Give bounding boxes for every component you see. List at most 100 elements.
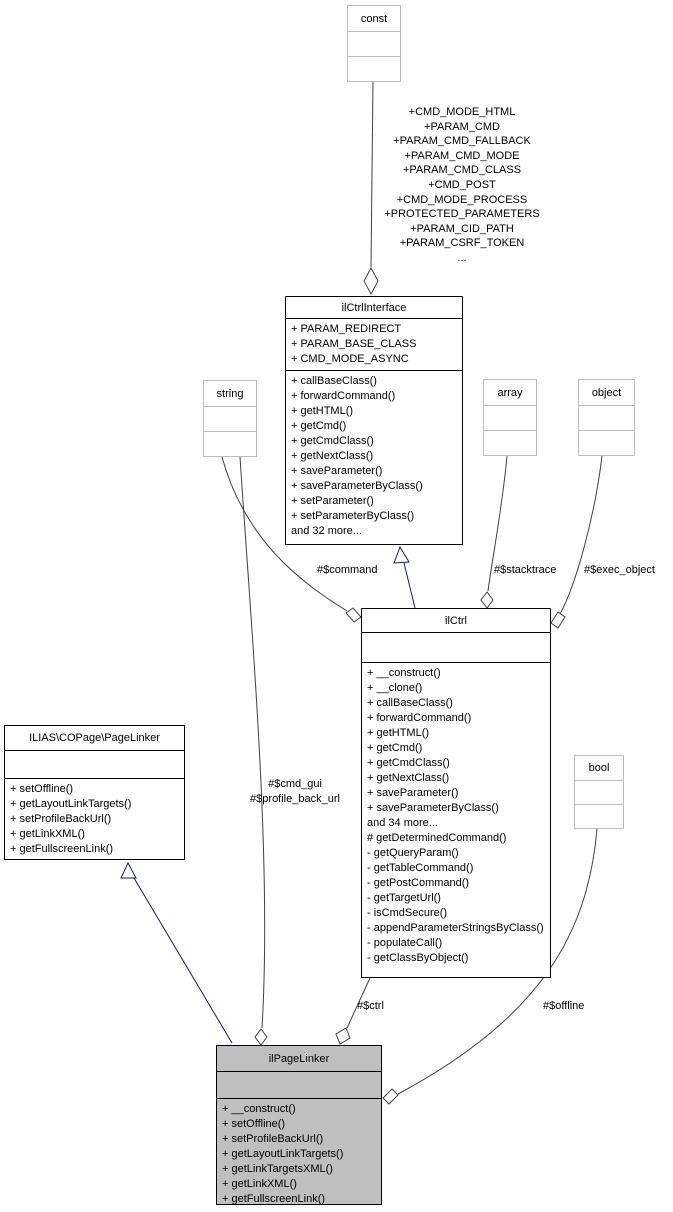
method-entry: - getQueryParam() xyxy=(367,847,459,859)
method-entry: + getLayoutLinkTargets() xyxy=(10,798,132,810)
method-entry: + callBaseClass() xyxy=(367,697,453,709)
method-entry: - getClassByObject() xyxy=(367,952,469,964)
method-entry: + forwardCommand() xyxy=(291,390,396,402)
edge-label-line: +CMD_POST xyxy=(428,178,496,191)
method-entry: + saveParameter() xyxy=(367,787,459,799)
edge-label-line: +CMD_MODE_PROCESS xyxy=(396,193,528,206)
edge-label-line: +PARAM_CMD xyxy=(424,120,500,133)
edge-aggregation-ilctrl-array xyxy=(480,455,508,609)
edge-label-stacktrace: #$stacktrace xyxy=(494,564,557,576)
attributes-compartment xyxy=(348,31,400,56)
attributes-compartment xyxy=(204,406,256,431)
attributes-compartment xyxy=(217,1071,381,1098)
attributes-compartment: + PARAM_REDIRECT+ PARAM_BASE_CLASS+ CMD_… xyxy=(286,318,462,370)
edge-aggregation-ilpagelinker-string xyxy=(239,456,268,1046)
method-entry: + setProfileBackUrl() xyxy=(222,1133,324,1145)
method-entry: + setProfileBackUrl() xyxy=(10,813,112,825)
attributes-compartment xyxy=(575,780,623,804)
methods-compartment: + setOffline() + getLayoutLinkTargets() + … xyxy=(5,778,184,859)
type-box-bool: bool xyxy=(574,755,624,829)
method-entry: + getFullscreenLink() xyxy=(10,843,114,855)
methods-compartment xyxy=(348,56,400,81)
type-box-string: string xyxy=(203,380,257,457)
class-box-pagelinker[interactable]: ILIAS\COPage\PageLinker + setOffline()+ … xyxy=(4,725,185,860)
attribute-entry: + CMD_MODE_ASYNC xyxy=(291,353,409,365)
method-entry: + __clone() xyxy=(367,682,423,694)
class-box-ilpagelinker: ilPageLinker + __construct() + setOffline… xyxy=(216,1045,382,1205)
class-title: ILIAS\COPage\PageLinker xyxy=(29,732,160,744)
class-title: ilCtrlInterface xyxy=(341,301,407,314)
method-entry: + forwardCommand() xyxy=(367,712,472,724)
method-entry: + setOffline() xyxy=(10,783,74,795)
edge-label-line: #$profile_back_url xyxy=(250,792,340,805)
method-entry: - getPostCommand() xyxy=(367,877,470,889)
method-entry: + getNextClass() xyxy=(367,772,450,784)
edge-label-exec-object: #$exec_object xyxy=(584,564,655,576)
method-entry: + __construct() xyxy=(222,1103,296,1115)
method-entry: + getCmd() xyxy=(367,742,423,754)
edge-aggregation-ilctrl-object xyxy=(550,455,603,629)
method-entry: - populateCall() xyxy=(367,937,443,949)
methods-compartment xyxy=(575,804,623,828)
method-entry: + getNextClass() xyxy=(291,450,374,462)
attributes-compartment xyxy=(5,750,184,778)
method-entry: + saveParameterByClass() xyxy=(367,802,499,814)
type-title: object xyxy=(591,386,622,399)
type-title: const xyxy=(360,12,388,25)
methods-compartment xyxy=(204,431,256,456)
method-entry: + getLayoutLinkTargets() xyxy=(222,1148,344,1160)
class-title: ilPageLinker xyxy=(268,1052,330,1065)
edge-label-line: +PARAM_CMD_MODE xyxy=(404,149,520,162)
edge-label-line: #$cmd_gui xyxy=(268,778,322,790)
edge-label-const-members: +CMD_MODE_HTML +PARAM_CMD +PARAM_CMD_FALLB… xyxy=(356,105,568,266)
class-box-ilctrlinterface[interactable]: ilCtrlInterface + PARAM_REDIRECT+ PARAM_… xyxy=(285,296,463,545)
method-entry: + getFullscreenLink() xyxy=(222,1193,326,1204)
method-entry: + getCmd() xyxy=(291,420,347,432)
method-entry: - appendParameterStringsByClass() xyxy=(367,922,544,934)
class-box-ilctrl[interactable]: ilCtrl + __construct()+ __clone()+ callB… xyxy=(361,608,551,978)
method-entry: + setOffline() xyxy=(222,1118,286,1130)
attribute-entry: + PARAM_REDIRECT xyxy=(291,323,402,335)
type-title: string xyxy=(216,387,244,400)
edge-label-line: +PARAM_CSRF_TOKEN xyxy=(399,237,525,250)
method-entry: - isCmdSecure() xyxy=(367,907,448,919)
method-entry: + getCmdClass() xyxy=(367,757,450,769)
methods-compartment: + __construct() + __clone() + callBaseClas… xyxy=(362,662,550,977)
edge-inheritance-ilctrl-ilctrlinterface xyxy=(393,545,416,609)
method-entry: + setParameterByClass() xyxy=(291,510,415,522)
edge-inheritance-ilpagelinker-pagelinker xyxy=(120,861,233,1044)
method-entry: + getLinkTargetsXML() xyxy=(222,1163,333,1175)
edge-label-command: #$command xyxy=(317,564,378,576)
type-title: array xyxy=(497,386,523,399)
type-box-object: object xyxy=(578,379,635,456)
methods-compartment: + __construct() + setOffline() + setProfil… xyxy=(217,1098,381,1204)
method-entry: + getCmdClass() xyxy=(291,435,374,447)
methods-compartment: + callBaseClass() + forwardCommand() + get… xyxy=(286,370,462,544)
method-entry: + saveParameter() xyxy=(291,465,383,477)
method-entry: + callBaseClass() xyxy=(291,375,377,387)
attributes-compartment xyxy=(579,405,634,430)
edge-label-line: +PROTECTED_PARAMETERS xyxy=(384,208,540,221)
method-entry: and 34 more... xyxy=(367,817,438,829)
type-box-array: array xyxy=(483,379,537,456)
methods-compartment xyxy=(484,430,536,455)
edge-label-offline: #$offline xyxy=(543,1000,585,1012)
attributes-compartment xyxy=(484,405,536,430)
attributes-compartment xyxy=(362,632,550,662)
method-entry: + getHTML() xyxy=(367,727,430,739)
edge-label-cmd-gui: #$cmd_gui #$profile_back_url xyxy=(235,777,355,806)
edge-label-line: ... xyxy=(457,251,467,264)
edge-label-line: +CMD_MODE_HTML xyxy=(408,106,516,118)
method-entry: - getTargetUrl() xyxy=(367,892,441,904)
methods-compartment xyxy=(579,430,634,455)
method-entry: + getLinkXML() xyxy=(222,1178,297,1190)
edge-label-ctrl: #$ctrl xyxy=(357,1000,384,1012)
method-entry: + getHTML() xyxy=(291,405,354,417)
method-entry: + __construct() xyxy=(367,667,441,679)
type-box-const: const xyxy=(347,5,401,82)
edge-label-line: +PARAM_CID_PATH xyxy=(410,222,514,235)
method-entry: # getDeterminedCommand() xyxy=(367,832,507,844)
edge-label-line: +PARAM_CMD_FALLBACK xyxy=(393,135,531,148)
